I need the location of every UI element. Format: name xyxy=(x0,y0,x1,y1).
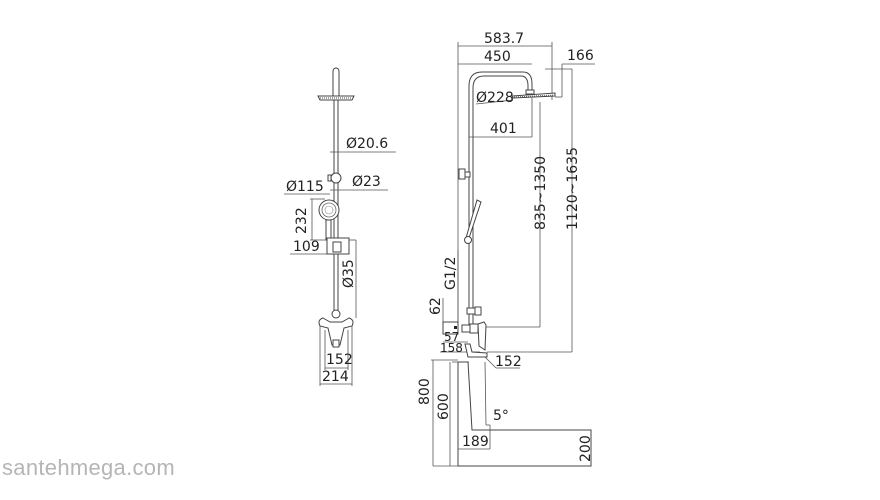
watermark: santehmega.com xyxy=(2,455,175,480)
dim-floor-to-mixer: 800 xyxy=(417,378,433,405)
dim-connector-depth: 57 xyxy=(444,330,459,344)
dim-wall-offset: 62 xyxy=(428,297,444,315)
dim-head-diameter: Ø228 xyxy=(476,90,514,106)
side-spout xyxy=(464,343,488,358)
dim-pipe-diameter: Ø35 xyxy=(341,259,357,288)
dim-handshower-length: 232 xyxy=(294,207,310,234)
dim-arm-projection: 401 xyxy=(490,121,517,137)
dim-bottom-height: 200 xyxy=(578,435,594,462)
wall-connector xyxy=(442,321,459,335)
front-view: Ø20.6 Ø23 Ø115 232 109 Ø35 xyxy=(284,67,396,386)
side-mixer-lever xyxy=(477,321,487,351)
rod-top-cap xyxy=(332,67,340,99)
dim-thread: G1/2 xyxy=(443,257,459,290)
dim-arm-reach: 450 xyxy=(484,49,511,65)
slider-holder xyxy=(330,172,342,184)
dim-tub-width: 189 xyxy=(462,434,489,450)
dim-angle: 5° xyxy=(493,408,509,424)
dim-head-height-range: 835~1350 xyxy=(533,156,549,230)
mixer-aerator xyxy=(332,339,340,348)
dim-mixer-inner-width: 152 xyxy=(326,352,353,368)
dim-rod-diameter: Ø20.6 xyxy=(346,136,388,152)
dim-holder-diameter: Ø23 xyxy=(352,174,381,190)
bathtub-profile xyxy=(457,361,592,467)
dim-total-height-range: 1120~1635 xyxy=(565,147,581,230)
dim-head-height: 166 xyxy=(567,48,594,64)
side-view: 583.7 450 166 Ø228 401 835~1350 1120~163… xyxy=(417,31,595,467)
side-slider-holder xyxy=(458,168,466,180)
hand-shower-handle xyxy=(325,219,332,241)
mixer-body xyxy=(318,317,354,346)
dim-handshower-diameter: Ø115 xyxy=(286,179,324,195)
connector-nut xyxy=(331,309,341,319)
dim-spout-length: 152 xyxy=(495,354,522,370)
dim-holder-offset: 109 xyxy=(293,239,320,255)
dim-mixer-depth: 158 xyxy=(440,341,463,355)
dim-mixer-outer-width: 214 xyxy=(322,369,349,385)
dim-tub-height: 600 xyxy=(436,393,452,420)
dim-total-reach: 583.7 xyxy=(484,31,524,47)
